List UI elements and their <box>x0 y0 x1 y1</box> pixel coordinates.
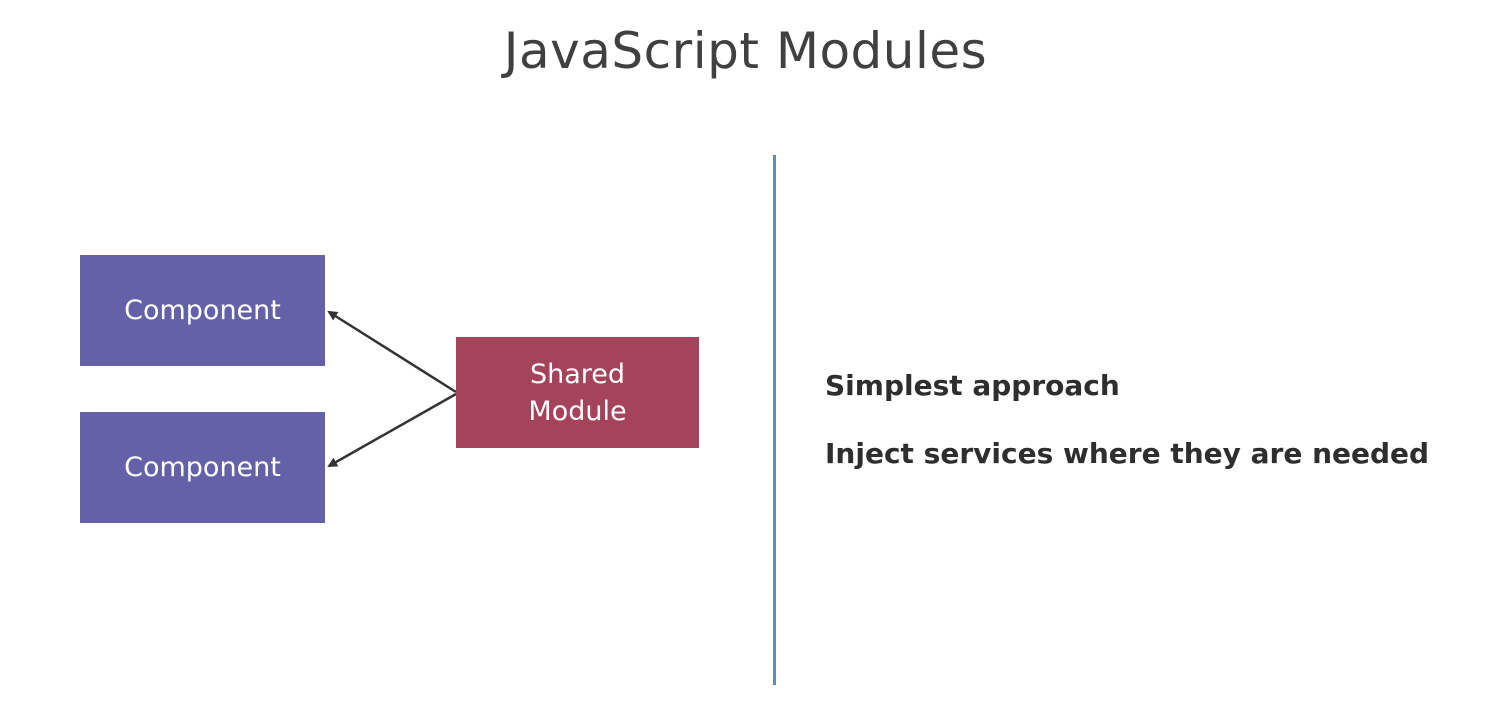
point-item: Inject services where they are needed <box>825 437 1430 470</box>
shared-module-label: Shared Module <box>528 358 627 427</box>
arrow-to-bottom-component <box>327 392 457 468</box>
component-label: Component <box>124 452 281 483</box>
component-box-bottom: Component <box>80 412 325 523</box>
key-points: Simplest approach Inject services where … <box>825 366 1429 502</box>
shared-module-box: Shared Module <box>456 337 699 448</box>
component-box-top: Component <box>80 255 325 366</box>
slide-title: JavaScript Modules <box>503 22 988 80</box>
point-item: Simplest approach <box>825 369 1120 402</box>
vertical-divider <box>773 155 776 685</box>
component-label: Component <box>124 295 281 326</box>
arrow-to-top-component <box>327 310 457 394</box>
